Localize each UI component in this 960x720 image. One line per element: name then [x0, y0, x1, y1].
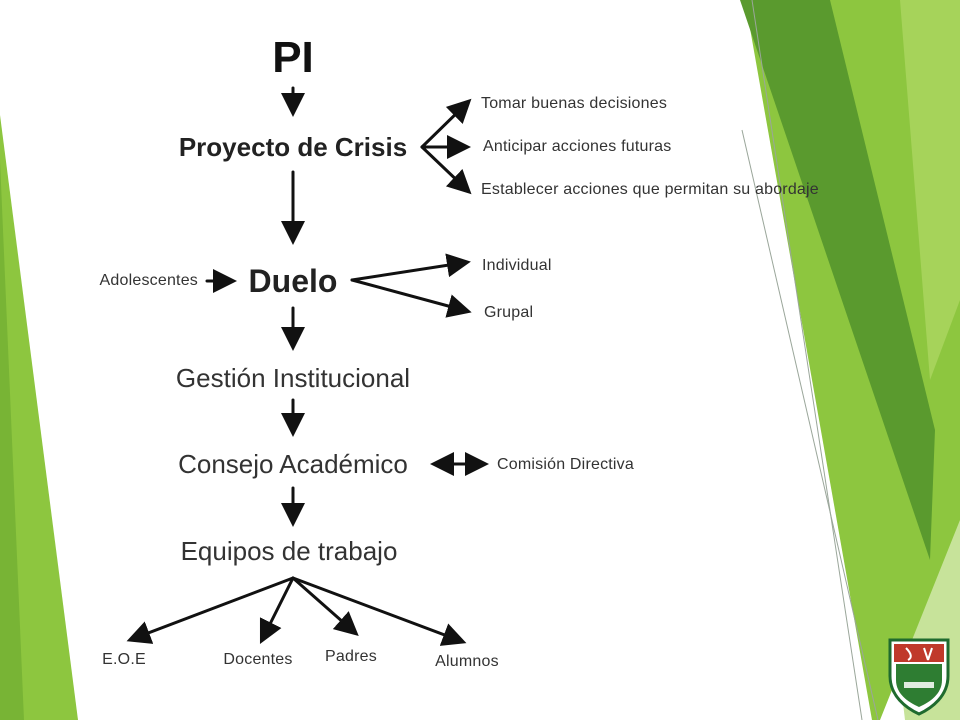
node-adolescentes: Adolescentes	[99, 272, 198, 289]
branch-establecer-acciones: Establecer acciones que permitan su abor…	[481, 181, 819, 198]
leaf-eoe: E.O.E	[102, 651, 146, 668]
node-pi: PI	[272, 33, 314, 82]
node-comision-directiva: Comisión Directiva	[497, 456, 634, 473]
arrow-crisis-to-decisiones	[420, 98, 472, 149]
arrow-equipos-to-eoe	[126, 576, 295, 644]
right-thin-line-a	[751, 0, 863, 720]
arrow-duelo-to-individual	[350, 253, 471, 282]
right-dark-shape	[740, 0, 935, 560]
right-bright-strip	[900, 0, 960, 380]
node-proyecto-de-crisis: Proyecto de Crisis	[178, 132, 408, 162]
arrow-equipos-to-alumnos	[291, 576, 467, 646]
node-consejo-academico: Consejo Académico	[178, 449, 408, 479]
branch-tomar-decisiones: Tomar buenas decisiones	[481, 95, 668, 112]
right-thin-line-b	[741, 129, 879, 720]
branch-grupal: Grupal	[484, 304, 534, 321]
leaf-alumnos: Alumnos	[435, 653, 499, 670]
school-crest-icon	[888, 638, 950, 716]
node-gestion-institucional: Gestión Institucional	[175, 363, 411, 393]
branch-individual: Individual	[482, 257, 552, 274]
arrow-equipos-to-padres	[291, 576, 359, 636]
arrow-crisis-to-establecer	[420, 145, 472, 195]
right-mid-shape	[745, 0, 960, 720]
arrow-equipos-to-docentes	[259, 576, 295, 645]
leaf-docentes: Docentes	[223, 651, 293, 668]
node-duelo: Duelo	[248, 263, 338, 299]
left-green-triangle	[0, 115, 78, 720]
node-equipos-de-trabajo: Equipos de trabajo	[180, 536, 398, 566]
arrow-duelo-to-grupal	[350, 278, 472, 318]
branch-anticipar-acciones: Anticipar acciones futuras	[483, 138, 672, 155]
left-dark-sliver	[0, 160, 24, 720]
leaf-padres: Padres	[325, 648, 377, 665]
